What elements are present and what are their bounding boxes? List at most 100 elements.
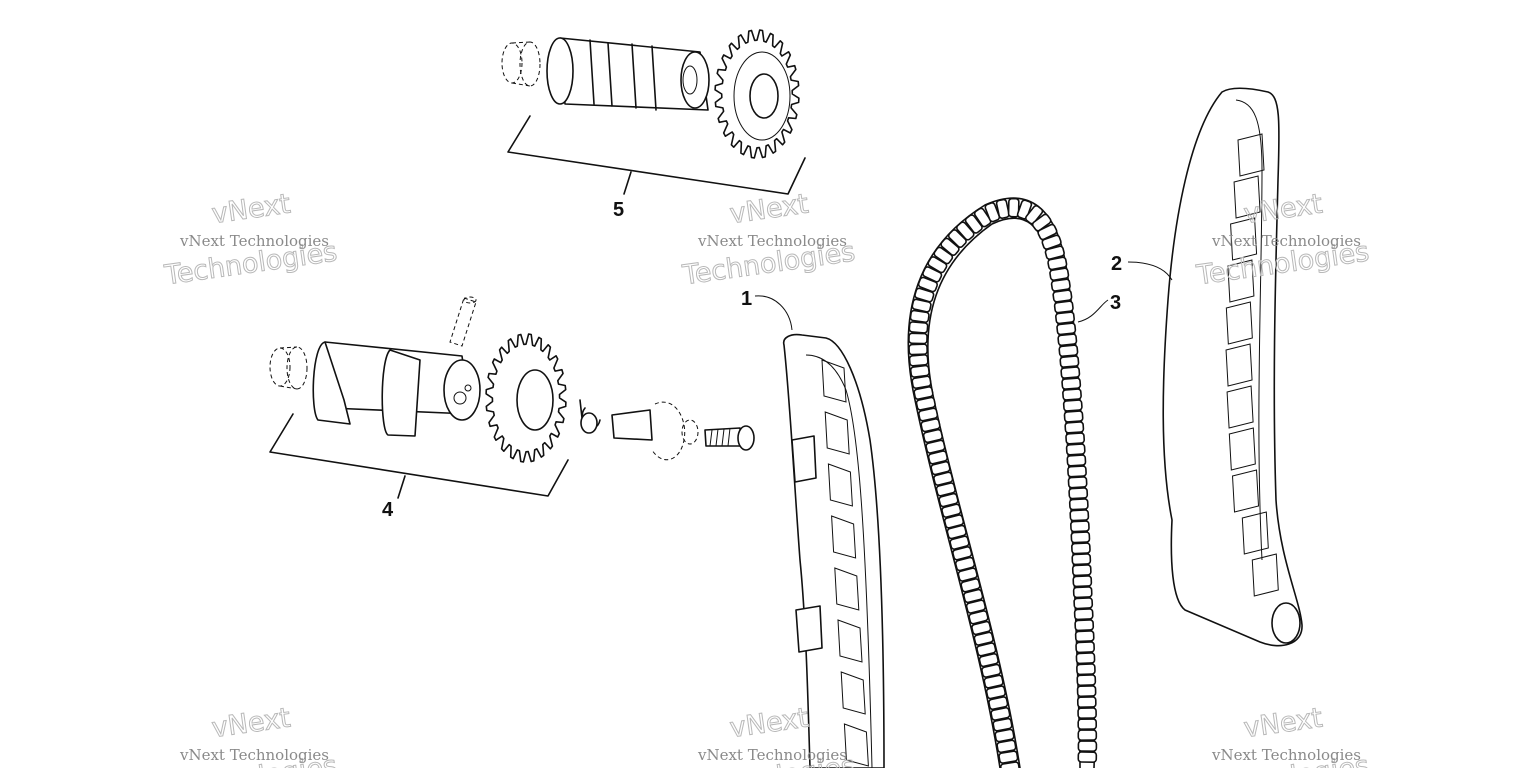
watermark-tl: vNext Technologies vNext Technologies bbox=[161, 188, 339, 292]
chain-link bbox=[947, 229, 967, 249]
chain-link bbox=[1052, 289, 1073, 303]
chain-link bbox=[952, 546, 973, 561]
guide-window bbox=[1228, 427, 1256, 471]
chain-link bbox=[908, 332, 928, 345]
chain-link bbox=[1070, 520, 1090, 533]
chain-link bbox=[1073, 608, 1094, 621]
chain-link bbox=[922, 266, 943, 283]
guide-window bbox=[1233, 175, 1261, 219]
callout-2: 2 bbox=[1111, 253, 1122, 275]
chain-link bbox=[1077, 707, 1097, 720]
chain-link bbox=[1064, 421, 1085, 434]
part-3-timing-chain: 3 bbox=[907, 197, 1121, 768]
chain-link bbox=[983, 674, 1004, 689]
chain-link bbox=[1024, 204, 1044, 225]
chain-link bbox=[925, 439, 946, 454]
guide-window bbox=[1226, 385, 1254, 429]
chain-link bbox=[935, 482, 956, 497]
guide-window bbox=[837, 619, 863, 663]
guide-window bbox=[1227, 259, 1255, 303]
chain-link bbox=[1072, 586, 1093, 599]
chain-link bbox=[1065, 443, 1086, 456]
chain-link bbox=[1077, 718, 1098, 730]
chain-link bbox=[996, 739, 1017, 754]
chain-link bbox=[911, 375, 932, 389]
chain-link bbox=[1050, 278, 1071, 292]
chain-link bbox=[1057, 333, 1078, 347]
chain-link bbox=[1077, 729, 1098, 741]
chain-link bbox=[995, 198, 1010, 219]
chain-link bbox=[1071, 542, 1091, 555]
chain-link bbox=[918, 407, 939, 422]
chain-link bbox=[976, 642, 997, 657]
chain-link bbox=[992, 717, 1013, 732]
watermark-br: vNext Technologies vNext Technologies bbox=[1193, 702, 1371, 768]
chain-link bbox=[994, 728, 1015, 743]
chain-link bbox=[1058, 344, 1079, 358]
guide-window bbox=[840, 671, 866, 715]
chain-link bbox=[1065, 432, 1086, 445]
chain-link bbox=[1071, 553, 1092, 566]
chain-link bbox=[1041, 234, 1062, 250]
chain-link bbox=[940, 237, 960, 256]
chain-link bbox=[949, 535, 970, 550]
chain-link bbox=[1063, 410, 1084, 423]
chain-link bbox=[999, 761, 1021, 768]
chain-link bbox=[978, 653, 999, 668]
chain-link bbox=[1076, 696, 1097, 709]
callout-3: 3 bbox=[1110, 292, 1121, 314]
chain-link bbox=[988, 696, 1009, 711]
chain-link bbox=[1068, 498, 1089, 511]
svg-text:vNext Technologies: vNext Technologies bbox=[179, 232, 329, 250]
chain-link bbox=[1055, 311, 1075, 325]
chain-link bbox=[1062, 388, 1082, 401]
chain-link bbox=[1077, 740, 1098, 752]
guide-window bbox=[1230, 217, 1258, 261]
chain-link bbox=[913, 386, 934, 400]
chain-link bbox=[981, 663, 1002, 678]
chain-link bbox=[984, 202, 1001, 223]
chain-link bbox=[1047, 256, 1068, 271]
chain-link bbox=[1071, 564, 1092, 577]
chain-link bbox=[954, 556, 976, 572]
chain-link bbox=[909, 309, 930, 324]
chain-link bbox=[1037, 223, 1058, 241]
chain-link bbox=[1044, 245, 1065, 260]
chain-link bbox=[1067, 465, 1087, 478]
chain-link bbox=[938, 492, 959, 508]
svg-text:vNext Technologies: vNext Technologies bbox=[1211, 232, 1361, 250]
svg-text:vNext: vNext bbox=[728, 188, 810, 230]
chain-link bbox=[1077, 751, 1098, 763]
part-2-chain-guide: 2 bbox=[1111, 87, 1303, 647]
chain-link bbox=[1066, 454, 1087, 467]
guide-window bbox=[1251, 553, 1279, 597]
chain-link bbox=[1075, 641, 1095, 654]
watermark-bl: vNext Technologies vNext Technologies bbox=[161, 702, 339, 768]
chain-link bbox=[960, 578, 981, 593]
chain-link bbox=[1059, 355, 1080, 368]
chain-link bbox=[1070, 531, 1091, 544]
chain-link bbox=[956, 221, 975, 241]
chain-link bbox=[915, 396, 936, 411]
guide-window bbox=[1225, 301, 1253, 345]
guide-window bbox=[821, 359, 847, 403]
chain-link bbox=[933, 471, 954, 486]
chain-link bbox=[1074, 630, 1095, 643]
chain-link bbox=[973, 207, 992, 228]
chain-link bbox=[1076, 685, 1097, 698]
chain-link bbox=[927, 256, 948, 274]
guide-window bbox=[834, 567, 860, 611]
chain-link bbox=[908, 354, 929, 367]
chain-link bbox=[1068, 487, 1089, 500]
chain-link bbox=[1061, 377, 1082, 390]
chain-link bbox=[946, 524, 967, 540]
callout-1: 1 bbox=[741, 288, 752, 310]
watermark-tc: vNext Technologies vNext Technologies bbox=[679, 188, 857, 292]
chain-link bbox=[968, 610, 989, 625]
chain-link bbox=[965, 599, 987, 614]
svg-text:vNext: vNext bbox=[1242, 702, 1324, 744]
chain-link bbox=[985, 685, 1006, 700]
callout-4: 4 bbox=[382, 499, 394, 521]
chain-link bbox=[922, 428, 943, 444]
